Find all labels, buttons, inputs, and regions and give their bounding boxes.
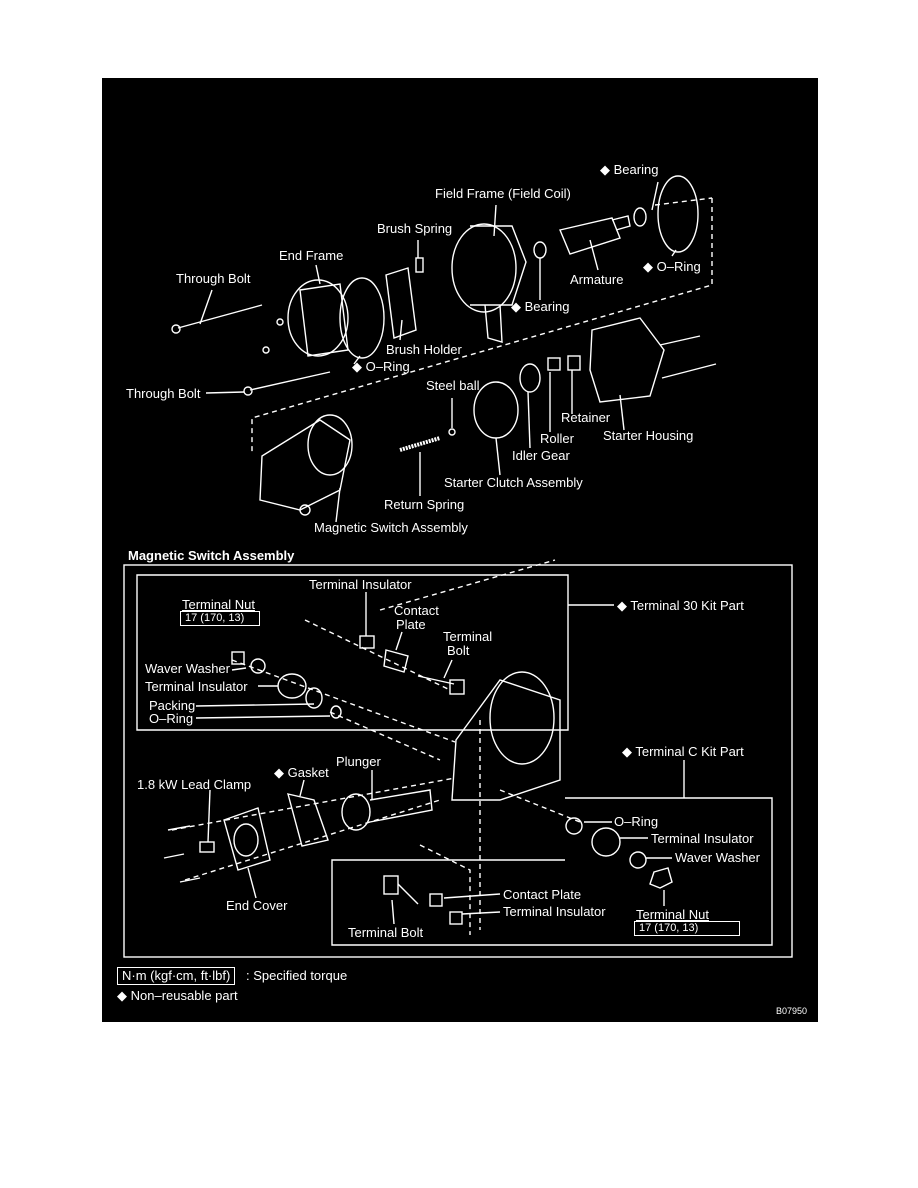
label-gasket: ◆ Gasket (274, 765, 329, 780)
label-return-spring: Return Spring (384, 497, 465, 512)
label-terminal-insulator-bottom: Terminal Insulator (503, 904, 606, 919)
label-armature: Armature (570, 272, 624, 287)
legend-nonreusable: ◆ Non–reusable part (117, 988, 238, 1003)
starter-clutch-shape (473, 381, 519, 439)
field-frame-shape (451, 223, 517, 313)
label-magnetic-switch: Magnetic Switch Assembly (314, 520, 468, 535)
kit-c-box (331, 797, 773, 946)
label-terminal-nut-top: Terminal Nut (182, 597, 255, 612)
o-ring-mid-shape (339, 277, 385, 359)
label-brush-spring: Brush Spring (377, 221, 453, 236)
plunger-shape (341, 793, 371, 831)
figure-code: B07950 (776, 1006, 808, 1016)
label-terminal-insulator-right: Terminal Insulator (651, 831, 754, 846)
label-plunger: Plunger (336, 754, 381, 769)
label-o-ring-left: O–Ring (149, 711, 194, 726)
kit-30-box (136, 574, 569, 731)
label-through-bolt-2: Through Bolt (126, 386, 201, 401)
magnetic-switch-section-box (123, 564, 793, 958)
figure-frame (102, 78, 818, 1022)
label-kit-c: ◆ Terminal C Kit Part (622, 744, 744, 759)
legend-units: N·m (kgf·cm, ft·lbf) (117, 967, 236, 985)
idler-gear-shape (519, 363, 541, 393)
magnetic-switch-shape (259, 419, 351, 511)
label-o-ring-right: O–Ring (614, 814, 659, 829)
label-contact-plate-top-1: Contact (394, 603, 439, 618)
label-field-frame: Field Frame (Field Coil) (435, 186, 571, 201)
label-bearing-top: ◆ Bearing (600, 162, 659, 177)
label-through-bolt-1: Through Bolt (176, 271, 251, 286)
assembly-dashed-outline (251, 198, 713, 452)
label-o-ring-mid: ◆ O–Ring (352, 359, 410, 374)
label-packing: Packing (149, 698, 196, 713)
label-kit-30: ◆ Terminal 30 Kit Part (617, 598, 744, 613)
terminal-insulator-right-shape (591, 827, 621, 857)
torque-bottom: 17 (170, 13) (634, 921, 740, 936)
through-bolt-lower (249, 371, 331, 391)
label-end-frame: End Frame (279, 248, 344, 263)
label-bearing-mid: ◆ Bearing (511, 299, 570, 314)
through-bolt-upper (177, 304, 263, 329)
gasket-shape (287, 793, 329, 847)
label-terminal-bolt-top-2: Bolt (447, 643, 470, 658)
label-steel-ball: Steel ball (426, 378, 480, 393)
label-waver-washer-left: Waver Washer (145, 661, 230, 676)
label-terminal-bolt-bottom: Terminal Bolt (348, 925, 424, 940)
end-cover-shape (223, 807, 271, 871)
label-starter-housing: Starter Housing (603, 428, 694, 443)
armature-shape (559, 217, 621, 255)
label-contact-plate-top-2: Plate (396, 617, 426, 632)
label-retainer: Retainer (561, 410, 611, 425)
o-ring-top-shape (657, 175, 699, 253)
label-idler-gear: Idler Gear (512, 448, 570, 463)
label-contact-plate-bottom: Contact Plate (503, 887, 582, 902)
label-brush-holder: Brush Holder (386, 342, 462, 357)
label-end-cover: End Cover (226, 898, 288, 913)
label-lead-clamp: 1.8 kW Lead Clamp (137, 777, 252, 792)
starter-housing-shape (589, 317, 665, 403)
switch-housing-shape (489, 671, 555, 765)
label-waver-washer-right: Waver Washer (675, 850, 760, 865)
return-spring-shape (399, 436, 441, 452)
label-terminal-bolt-top-1: Terminal (443, 629, 493, 644)
brush-holder-shape (385, 267, 417, 339)
label-o-ring-top: ◆ O–Ring (643, 259, 701, 274)
label-roller: Roller (540, 431, 574, 446)
torque-top: 17 (170, 13) (180, 611, 260, 626)
end-frame-shape (287, 279, 349, 357)
section-title: Magnetic Switch Assembly (128, 548, 295, 563)
label-terminal-insulator-top: Terminal Insulator (309, 577, 412, 592)
label-terminal-nut-bottom: Terminal Nut (636, 907, 709, 922)
label-terminal-insulator-left: Terminal Insulator (145, 679, 248, 694)
label-starter-clutch: Starter Clutch Assembly (444, 475, 583, 490)
legend-torque: : Specified torque (246, 968, 348, 983)
